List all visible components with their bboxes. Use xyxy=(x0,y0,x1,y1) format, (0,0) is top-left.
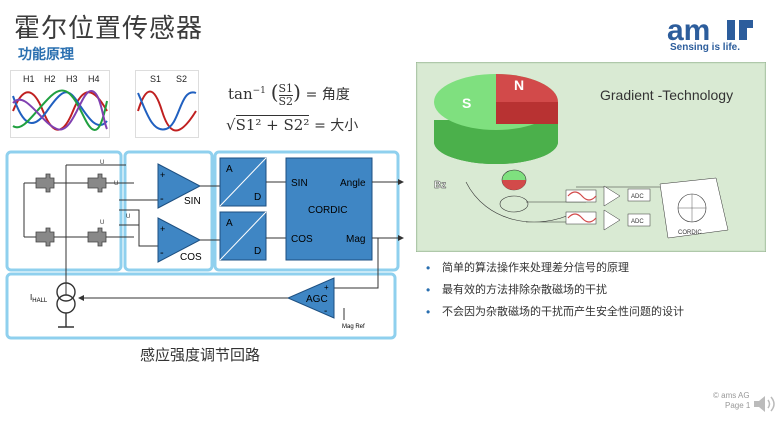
magnet-s: S xyxy=(462,95,471,111)
formula-mag-expr: S1² + S2² xyxy=(235,115,310,134)
hall-array-panel xyxy=(5,150,123,272)
hall-element-icon xyxy=(35,227,55,247)
agc-amplifier-icon xyxy=(286,277,335,319)
sin-amp-minus: - xyxy=(160,193,164,205)
cordic-angle-out: Angle xyxy=(340,178,366,189)
current-source-icon xyxy=(56,282,76,302)
u-label-low: U xyxy=(100,220,104,226)
cordic-cos-in: COS xyxy=(291,234,313,245)
logo-mark-icon xyxy=(727,20,753,40)
formula-denominator: S2 xyxy=(278,94,294,108)
cos-amp-minus: - xyxy=(160,247,164,259)
hall-element-icon xyxy=(87,227,107,247)
page-number: Page 1 xyxy=(725,401,751,410)
sin-amplifier-icon xyxy=(157,163,202,209)
feedback-arrow-icon xyxy=(78,295,84,301)
u-label-mid: U xyxy=(114,181,118,187)
magnet-n: N xyxy=(514,77,524,93)
angle-arrow-icon xyxy=(398,179,404,185)
u-label-cos: U xyxy=(126,214,130,220)
cordic-mag-out: Mag xyxy=(346,234,365,245)
feature-bullets: 简单的算法操作来处理差分信号的原理 最有效的方法排除杂散磁场的干扰 不会因为杂散… xyxy=(426,262,684,328)
ams-logo: am xyxy=(667,14,753,47)
page-subtitle: 功能原理 xyxy=(18,46,74,62)
adc-cordic-panel xyxy=(213,150,400,272)
sin-cos-waveforms: S1 S2 xyxy=(135,70,199,138)
speaker-icon[interactable] xyxy=(752,393,776,415)
formula-mag-result: = 大小 xyxy=(314,118,359,134)
wave-label-h3: H3 xyxy=(66,74,78,84)
agc-plus: + xyxy=(324,283,329,292)
sin-amp-plus: + xyxy=(160,170,165,180)
sin-amp-label: SIN xyxy=(184,196,201,207)
cos-amplifier-icon xyxy=(157,217,202,263)
render-adc-2: ADC xyxy=(631,219,644,225)
mag-arrow-icon xyxy=(398,235,404,241)
cordic-sin-in: SIN xyxy=(291,178,308,189)
cordic-block xyxy=(285,157,373,261)
gradient-technology-render: Gradient -Technology S N Bz ADC ADC CORD… xyxy=(416,62,766,252)
agc-minus: - xyxy=(324,306,327,317)
render-cordic: CORDIC xyxy=(678,230,702,236)
magnitude-formula: √S1² + S2² = 大小 xyxy=(226,115,359,134)
render-title: Gradient -Technology xyxy=(600,87,733,103)
render-adc-1: ADC xyxy=(631,194,644,200)
bullet-item: 最有效的方法排除杂散磁场的干扰 xyxy=(426,284,684,297)
amplifier-panel xyxy=(123,150,214,272)
formula-angle-result: = 角度 xyxy=(305,87,350,103)
wave-label-s2: S2 xyxy=(176,74,187,84)
mag-ref-label: Mag Ref xyxy=(342,324,365,330)
angle-formula: tan−1 ( S1 S2 ) = 角度 xyxy=(228,80,350,108)
wave-label-h4: H4 xyxy=(88,74,100,84)
ihall-label: IHALL xyxy=(30,293,48,304)
hall-element-icon xyxy=(87,173,107,193)
signal-chain-diagram: U U U U + - + - SIN COS A D A D SIN COS … xyxy=(5,150,404,340)
diagram-caption: 感应强度调节回路 xyxy=(140,347,261,364)
adc-cos-a: A xyxy=(226,218,233,229)
wave-label-s1: S1 xyxy=(150,74,161,84)
wave-label-h2: H2 xyxy=(44,74,56,84)
bz-label: Bz xyxy=(434,180,446,191)
adc-sin-a: A xyxy=(226,164,233,175)
cos-amp-plus: + xyxy=(160,224,165,234)
formula-numerator: S1 xyxy=(278,81,294,96)
wave-label-h1: H1 xyxy=(23,74,35,84)
logo-text: am xyxy=(667,14,710,47)
cos-amp-label: COS xyxy=(180,252,202,263)
formula-tan: tan xyxy=(228,85,253,103)
agc-panel xyxy=(5,272,397,340)
formula-tan-exp: −1 xyxy=(252,86,266,96)
bullet-item: 简单的算法操作来处理差分信号的原理 xyxy=(426,262,684,275)
hall-element-icon xyxy=(35,173,55,193)
copyright: © ams AG xyxy=(713,391,750,400)
page-title: 霍尔位置传感器 xyxy=(14,13,204,43)
cordic-label: CORDIC xyxy=(308,205,347,216)
logo-tagline: Sensing is life. xyxy=(670,42,741,53)
bullet-item: 不会因为杂散磁场的干扰而产生安全性问题的设计 xyxy=(426,306,684,319)
adc-sin-d: D xyxy=(254,192,261,203)
u-label-top: U xyxy=(100,160,104,166)
hall-waveforms-h1-h4: H1 H2 H3 H4 xyxy=(10,70,110,138)
adc-cos-d: D xyxy=(254,246,261,257)
agc-label: AGC xyxy=(306,294,328,305)
